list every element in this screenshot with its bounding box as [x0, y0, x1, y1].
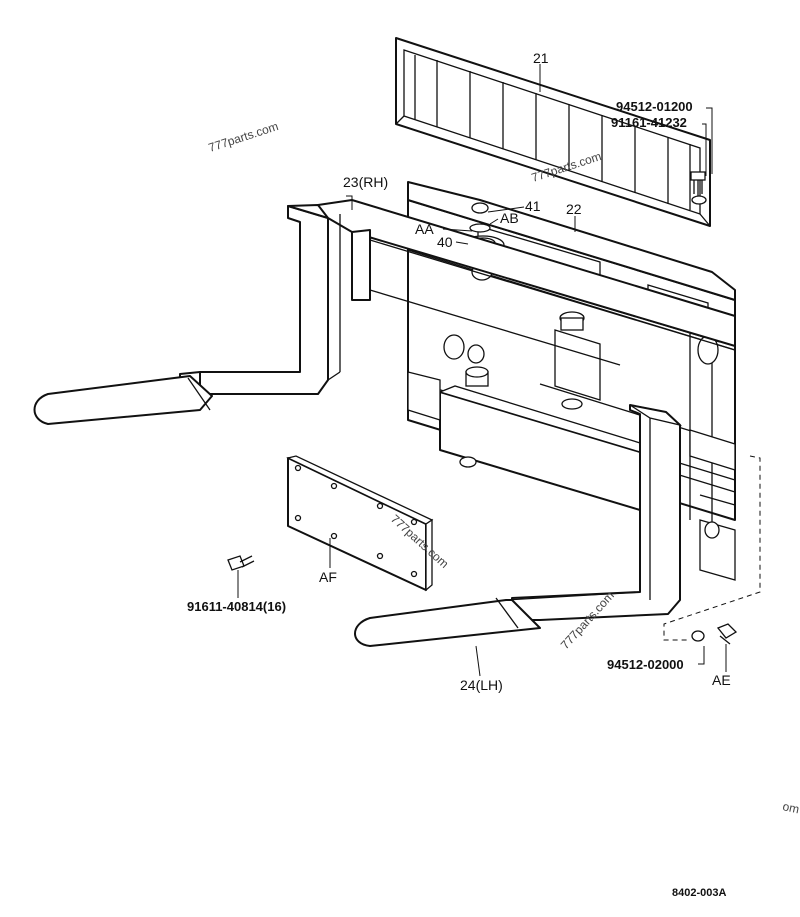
callout-21: 21 [533, 50, 549, 66]
callout-af: AF [319, 569, 337, 585]
fork-24-lh[interactable] [354, 404, 683, 647]
callout-23-rh: 23(RH) [343, 174, 388, 190]
callout-94512-01200: 94512-01200 [616, 99, 693, 114]
callout-91161-41232: 91161-41232 [611, 115, 687, 130]
callout-24-lh: 24(LH) [460, 677, 503, 693]
lower-slide-bar[interactable] [407, 371, 652, 511]
bolt-91611-40814[interactable] [227, 555, 255, 571]
load-backrest[interactable] [395, 37, 711, 227]
backrest-washer[interactable] [691, 195, 707, 205]
nut-part-41[interactable] [469, 202, 491, 233]
watermark: 777parts.com [207, 119, 280, 155]
callout-22: 22 [566, 201, 582, 217]
cover-plate-af[interactable] [286, 455, 434, 592]
callout-41: 41 [525, 198, 541, 214]
callout-aa: AA [415, 221, 434, 237]
callout-40: 40 [437, 234, 453, 250]
callout-91611-40814: 91611-40814(16) [187, 599, 286, 614]
bolt-ae[interactable] [716, 623, 738, 645]
backrest-bolt[interactable] [690, 171, 706, 196]
assembly-dashed-line [663, 455, 761, 641]
washer-94512-02000[interactable] [691, 630, 705, 642]
drawing-number: 8402-003A [672, 887, 726, 899]
watermark: om [781, 799, 800, 816]
callout-ae: AE [712, 672, 731, 688]
callout-ab: AB [500, 210, 519, 226]
leader-lines [237, 64, 727, 677]
callout-94512-02000: 94512-02000 [607, 657, 684, 672]
